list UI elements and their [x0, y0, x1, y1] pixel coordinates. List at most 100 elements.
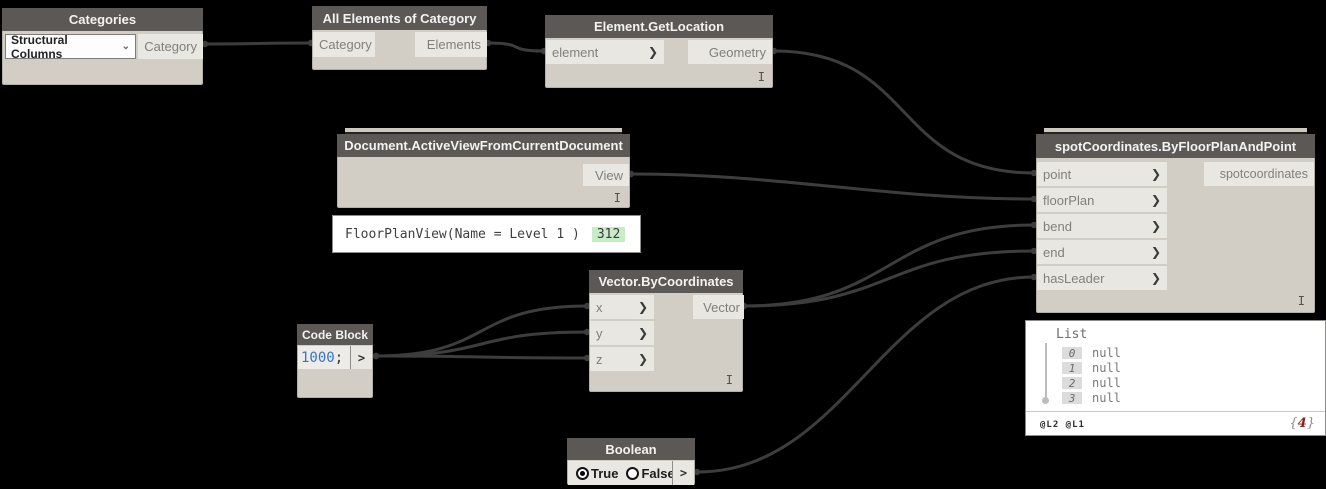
port-in-bend-label: bend: [1043, 218, 1072, 234]
node-categories[interactable]: Categories Structural Columns ⌄ Category: [2, 8, 203, 85]
wire-elements-to-element[interactable]: [487, 41, 545, 53]
boolean-true-label: True: [591, 465, 619, 481]
node-boolean-header[interactable]: Boolean: [567, 438, 695, 460]
categories-dropdown-value: Structural Columns: [11, 32, 68, 61]
code-block-number: 1000: [301, 349, 335, 366]
port-in-y[interactable]: y ❯: [590, 321, 654, 345]
stacked-card-icon: [345, 128, 622, 134]
port-chevron-icon[interactable]: ❯: [1150, 167, 1161, 181]
port-in-hasleader[interactable]: hasLeader ❯: [1037, 266, 1167, 290]
lacing-indicator[interactable]: I: [757, 70, 765, 84]
port-in-end-label: end: [1043, 244, 1065, 260]
wire-view-to-floorplan[interactable]: [630, 172, 1035, 201]
wire-category-to-allelements[interactable]: [204, 41, 312, 46]
port-in-z[interactable]: z ❯: [590, 347, 654, 371]
boolean-option-true[interactable]: True: [576, 466, 618, 481]
port-out-spotcoordinates[interactable]: spotcoordinates: [1204, 162, 1314, 186]
count-value: 4: [1297, 416, 1307, 431]
lacing-indicator[interactable]: I: [1297, 294, 1305, 308]
node-get-location[interactable]: Element.GetLocation element ❯ Geometry I: [545, 15, 773, 88]
port-in-end[interactable]: end ❯: [1037, 240, 1167, 264]
list-value: null: [1092, 376, 1121, 390]
node-code-block-header[interactable]: Code Block: [297, 324, 373, 345]
count-brace-close: }: [1306, 416, 1315, 431]
port-chevron-icon[interactable]: ❯: [1150, 219, 1161, 233]
boolean-option-false[interactable]: False: [626, 466, 675, 481]
wire-endpoint-dot: [583, 354, 591, 362]
port-in-point-label: point: [1043, 166, 1072, 182]
wire-codeblock-to-y[interactable]: [375, 330, 588, 358]
port-chevron-icon[interactable]: ❯: [637, 352, 648, 366]
port-out-category[interactable]: Category: [138, 34, 203, 59]
port-chevron-icon[interactable]: ❯: [1150, 271, 1161, 285]
lacing-indicator[interactable]: I: [725, 373, 733, 387]
list-tree-dot: [1042, 397, 1049, 404]
list-root-label[interactable]: List: [1056, 327, 1088, 342]
port-out-geometry[interactable]: Geometry: [688, 40, 772, 64]
node-vector-header[interactable]: Vector.ByCoordinates: [589, 270, 743, 293]
list-index-badge: 1: [1062, 362, 1082, 375]
node-get-location-header[interactable]: Element.GetLocation: [545, 15, 773, 38]
port-out-code-block[interactable]: >: [350, 346, 372, 369]
radio-true-icon[interactable]: [576, 466, 589, 480]
node-spot-coordinates[interactable]: spotCoordinates.ByFloorPlanAndPoint poin…: [1036, 128, 1315, 313]
boolean-options: True False: [568, 461, 675, 485]
port-in-x-label: x: [596, 299, 603, 315]
node-active-view-header[interactable]: Document.ActiveViewFromCurrentDocument: [337, 134, 630, 157]
port-in-floorplan-label: floorPlan: [1043, 192, 1095, 208]
node-all-elements[interactable]: All Elements of Category Category Elemen…: [312, 6, 487, 70]
list-value: null: [1092, 361, 1121, 375]
port-out-view[interactable]: View: [583, 164, 629, 186]
wire-endpoint-dot: [693, 468, 701, 476]
preview-bubble-active-view: FloorPlanView(Name = Level 1 ) 312: [332, 215, 641, 253]
port-in-category[interactable]: Category: [313, 32, 375, 57]
wire-codeblock-to-x[interactable]: [375, 304, 588, 358]
port-out-boolean-label: >: [679, 466, 688, 480]
lacing-levels-label[interactable]: @L2 @L1: [1040, 420, 1085, 430]
node-spot-coordinates-header[interactable]: spotCoordinates.ByFloorPlanAndPoint: [1036, 134, 1315, 158]
radio-false-icon[interactable]: [626, 466, 640, 480]
code-block-editor[interactable]: 1000 ;: [298, 346, 350, 369]
list-tree-line: [1045, 343, 1047, 399]
port-in-y-label: y: [596, 325, 603, 341]
wire-geometry-to-point[interactable]: [773, 49, 1035, 175]
wire-vector-to-end[interactable]: [743, 249, 1035, 308]
port-out-vector-label: Vector: [703, 299, 740, 315]
node-all-elements-header[interactable]: All Elements of Category: [312, 6, 487, 30]
node-boolean[interactable]: Boolean True False >: [567, 438, 695, 485]
port-out-geometry-label: Geometry: [708, 44, 766, 60]
port-chevron-icon[interactable]: ❯: [1150, 245, 1161, 259]
port-in-floorplan[interactable]: floorPlan ❯: [1037, 188, 1167, 212]
wire-codeblock-to-z[interactable]: [375, 354, 588, 360]
wire-endpoint-dot: [583, 302, 591, 310]
list-value: null: [1092, 391, 1121, 405]
stacked-card-icon: [1044, 128, 1307, 134]
preview-view-text: FloorPlanView(Name = Level 1 ): [345, 226, 580, 242]
node-vector[interactable]: Vector.ByCoordinates x ❯ y ❯ z ❯ Vector …: [589, 270, 744, 392]
port-chevron-icon[interactable]: ❯: [637, 300, 648, 314]
port-chevron-icon[interactable]: ❯: [637, 326, 648, 340]
port-chevron-icon[interactable]: ❯: [1150, 193, 1161, 207]
port-out-boolean[interactable]: >: [672, 461, 694, 485]
port-in-x[interactable]: x ❯: [590, 295, 654, 319]
port-in-point[interactable]: point ❯: [1037, 162, 1167, 186]
wire-endpoint-dot: [201, 40, 209, 48]
node-code-block[interactable]: Code Block 1000 ; >: [297, 324, 373, 398]
wire-endpoint-dot: [1030, 221, 1038, 229]
categories-dropdown[interactable]: Structural Columns ⌄: [5, 32, 136, 61]
wire-boolean-to-hasleader[interactable]: [696, 275, 1035, 474]
port-in-category-label: Category: [319, 37, 372, 52]
wire-vector-to-bend[interactable]: [743, 223, 1035, 308]
node-categories-header[interactable]: Categories: [2, 8, 203, 31]
port-in-element[interactable]: element ❯: [546, 40, 664, 64]
port-out-vector[interactable]: Vector: [693, 295, 744, 319]
port-in-element-label: element: [552, 44, 599, 60]
node-active-view[interactable]: Document.ActiveViewFromCurrentDocument V…: [337, 128, 630, 208]
list-value: null: [1092, 346, 1121, 360]
lacing-indicator[interactable]: I: [613, 191, 621, 205]
port-in-bend[interactable]: bend ❯: [1037, 214, 1167, 238]
wire-endpoint-dot: [1030, 169, 1038, 177]
port-chevron-icon[interactable]: ❯: [647, 45, 658, 59]
port-out-elements[interactable]: Elements: [415, 32, 487, 57]
